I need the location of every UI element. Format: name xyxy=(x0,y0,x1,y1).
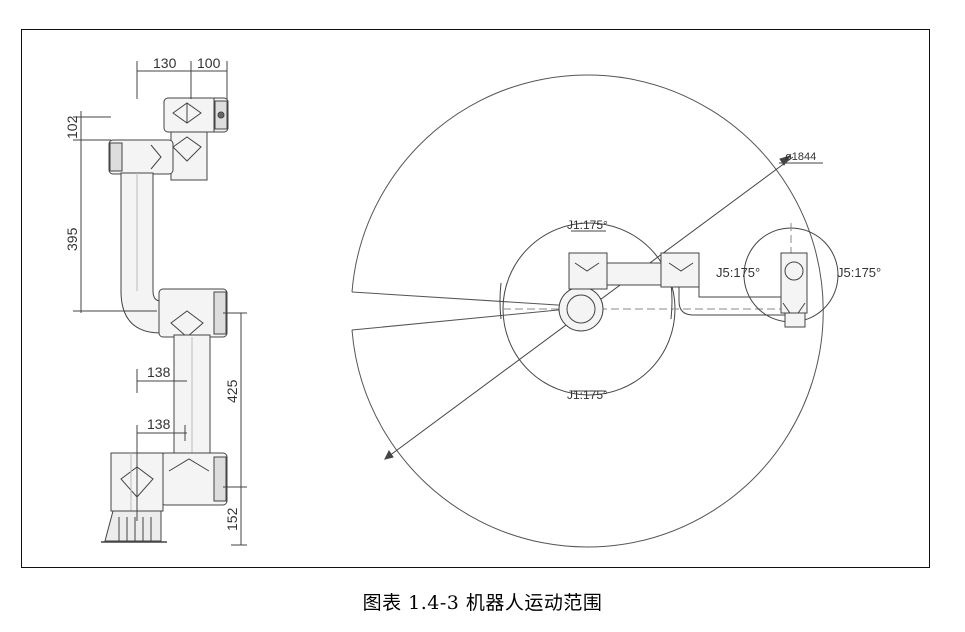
dim-138-upper-label: 138 xyxy=(147,364,171,380)
dim-138-lower-label: 138 xyxy=(147,416,171,432)
dim-102-label: 102 xyxy=(64,115,80,139)
diameter-label: ø1844 xyxy=(785,151,816,163)
j5-right-label: J5:175° xyxy=(837,265,881,280)
figure-frame: 130 100 102 395 138 425 138 152 ø1844 J1… xyxy=(21,29,930,568)
dim-100-label: 100 xyxy=(197,55,221,71)
j1-top-label: J1:175° xyxy=(567,218,608,232)
j1-bottom-label: J1:175° xyxy=(567,388,608,402)
j5-left-label: J5:175° xyxy=(716,265,760,280)
figure-caption: 图表 1.4-3 机器人运动范围 xyxy=(362,592,603,614)
dim-130-label: 130 xyxy=(153,55,177,71)
dim-152-label: 152 xyxy=(224,507,240,531)
robot-range-drawing: 130 100 102 395 138 425 138 152 ø1844 J1… xyxy=(64,55,881,548)
dim-395-label: 395 xyxy=(64,227,80,251)
dim-425-label: 425 xyxy=(224,379,240,403)
